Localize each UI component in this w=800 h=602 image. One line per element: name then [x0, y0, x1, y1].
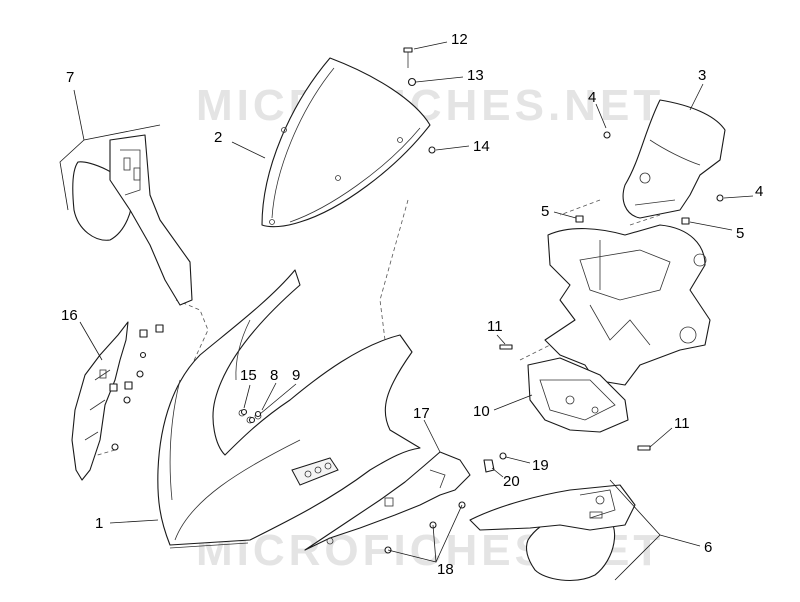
lower-bracket [527, 357, 629, 433]
callout-6: 6 [704, 539, 712, 556]
clip-left [575, 215, 584, 223]
callout-2: 2 [214, 129, 222, 146]
callout-7: 7 [66, 69, 74, 86]
callout-1: 1 [95, 515, 103, 532]
callout-8: 8 [270, 367, 278, 384]
fastener-9 [254, 410, 262, 418]
callout-3: 3 [698, 67, 706, 84]
callout-10: 10 [473, 403, 490, 420]
lower-inner-panel [304, 451, 471, 551]
callout-11-lower: 11 [674, 415, 690, 432]
callout-19: 19 [532, 457, 549, 474]
callouts: 1 2 3 4 4 5 5 6 7 8 9 10 11 11 12 13 [59, 31, 763, 581]
left-panel-fasteners [109, 324, 164, 451]
callout-15: 15 [240, 367, 257, 384]
left-mirror [72, 134, 193, 306]
clip-right [681, 217, 690, 225]
callout-13: 13 [467, 67, 484, 84]
windscreen-screws [403, 47, 436, 154]
callout-12: 12 [451, 31, 468, 48]
windscreen [261, 57, 431, 228]
callout-16: 16 [61, 307, 78, 324]
callout-9: 9 [292, 367, 300, 384]
callout-20: 20 [503, 473, 520, 490]
callout-17: 17 [413, 405, 430, 422]
callout-5-right: 5 [736, 225, 744, 242]
callout-18: 18 [437, 561, 454, 578]
bracket-screws [499, 344, 651, 451]
nut-upper [603, 131, 611, 139]
callout-11-upper: 11 [487, 318, 503, 335]
right-mirror [469, 484, 636, 581]
callout-4-right: 4 [755, 183, 763, 200]
fastener-8 [248, 416, 256, 424]
fastener-15 [240, 408, 248, 416]
headlight-bracket [544, 224, 711, 386]
instrument-cover [622, 99, 726, 219]
nut-right [716, 194, 724, 202]
callout-5-left: 5 [541, 203, 549, 220]
callout-14: 14 [473, 138, 490, 155]
left-inner-panel [71, 321, 129, 481]
callout-4-upper: 4 [588, 89, 596, 106]
